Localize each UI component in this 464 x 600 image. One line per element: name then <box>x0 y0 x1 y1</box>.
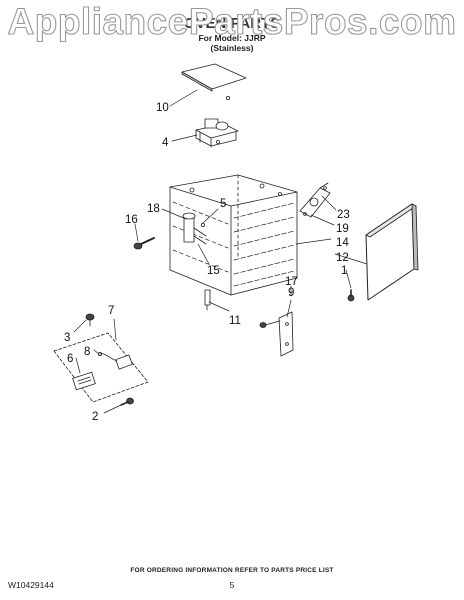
page-title: OVEN PARTS <box>183 15 281 32</box>
part-4-control <box>195 118 239 148</box>
document-number: W10429144 <box>8 580 54 590</box>
callout-7: 7 <box>108 305 114 317</box>
callout-5: 5 <box>220 198 226 210</box>
finish-line: (Stainless) <box>210 43 254 53</box>
callout-10: 10 <box>156 102 169 114</box>
callout-14: 14 <box>336 237 349 249</box>
callout-8: 8 <box>84 346 90 358</box>
part-8-connector <box>98 351 133 370</box>
part-2-screw <box>120 397 134 406</box>
callout-4: 4 <box>162 137 169 149</box>
callout-18: 18 <box>147 203 160 215</box>
part-16-screw <box>133 237 155 250</box>
callout-19: 19 <box>336 223 349 235</box>
model-line: For Model: JJRP <box>198 33 266 43</box>
part-17-9-bracket <box>259 311 294 357</box>
callout-23: 23 <box>337 209 350 221</box>
page-number: 5 <box>229 580 235 590</box>
part-10-plate <box>181 63 247 101</box>
callout-3: 3 <box>64 332 70 344</box>
oven-cavity <box>169 174 298 296</box>
part-12-panel <box>365 203 419 301</box>
leader-lines <box>73 89 368 414</box>
callout-12: 12 <box>336 252 349 264</box>
part-3-screw <box>85 313 95 327</box>
callout-9: 9 <box>288 287 294 299</box>
part-11-tube <box>204 289 211 311</box>
callout-6: 6 <box>67 353 73 365</box>
part-6-label <box>72 371 96 391</box>
part-1-screw <box>347 289 355 302</box>
ordering-notice: FOR ORDERING INFORMATION REFER TO PARTS … <box>130 567 334 574</box>
callout-17: 17 <box>285 276 298 288</box>
callout-2: 2 <box>92 411 98 423</box>
callout-16: 16 <box>125 214 138 226</box>
callout-1: 1 <box>341 265 347 277</box>
part-23-19-bracket <box>299 182 331 218</box>
callout-11: 11 <box>229 315 241 327</box>
callout-15: 15 <box>207 265 220 277</box>
